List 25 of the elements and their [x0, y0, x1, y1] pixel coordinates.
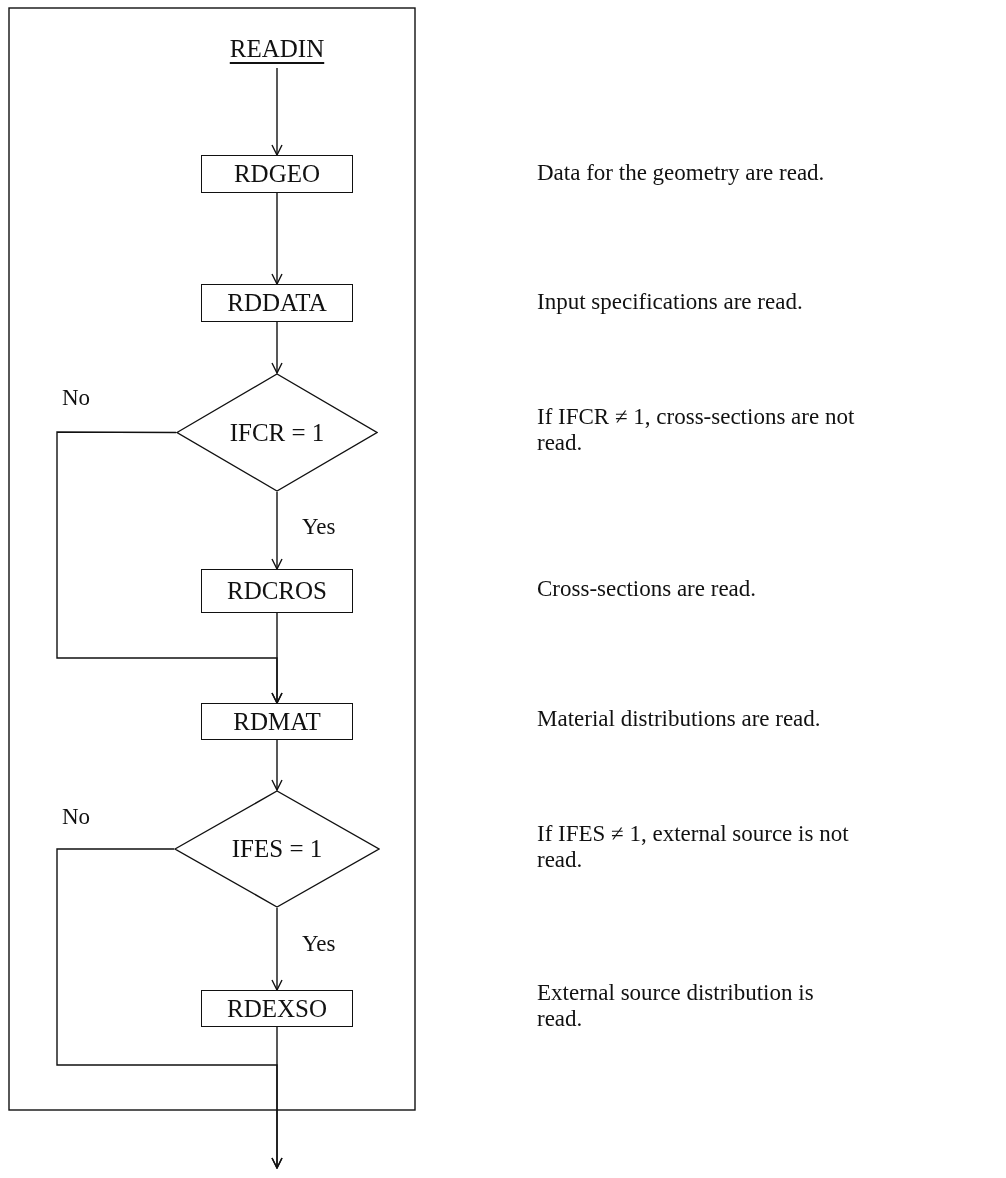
arrow — [271, 612, 283, 704]
description-text: If IFES ≠ 1, external source is not read. — [537, 821, 850, 874]
process-box: RDMAT — [201, 703, 353, 740]
process-box: RDGEO — [201, 155, 353, 193]
arrow — [271, 321, 283, 374]
description-text: Input specifications are read. — [537, 289, 804, 316]
description-text: If IFCR ≠ 1, cross-sections are not read. — [537, 404, 856, 457]
description-text: Cross-sections are read. — [537, 576, 758, 603]
description-text: Data for the geometry are read. — [537, 160, 826, 187]
arrow — [271, 192, 283, 285]
description-text: Material distributions are read. — [537, 706, 822, 733]
condition-text: IFES = 1 — [231, 835, 323, 863]
arrow — [271, 491, 283, 570]
arrow — [271, 907, 283, 991]
process-box: RDEXSO — [201, 990, 353, 1027]
routine-name: READIN — [200, 30, 354, 68]
decision-diamond — [174, 790, 380, 908]
arrow — [271, 67, 283, 156]
process-box: RDCROS — [201, 569, 353, 613]
arrow — [271, 1026, 283, 1169]
condition-text: IFCR = 1 — [229, 418, 325, 447]
arrow — [271, 739, 283, 791]
decision-diamond — [176, 373, 378, 492]
process-box: RDDATA — [201, 284, 353, 322]
description-text: External source distribution is read. — [537, 980, 815, 1033]
